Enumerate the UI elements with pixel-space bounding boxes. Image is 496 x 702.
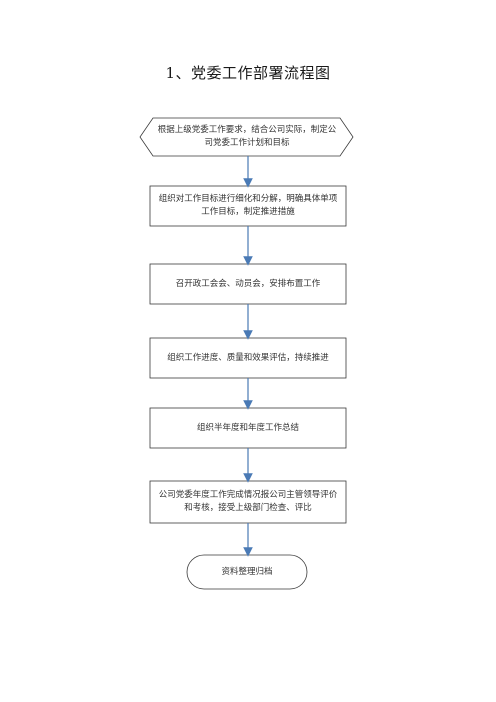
step-2-text: 组织对工作目标进行细化和分解，明确具体单项工作目标，制定推进措施: [158, 194, 338, 217]
step-6-shape: [149, 480, 347, 524]
step-1-shape: [139, 117, 354, 157]
page-title: 1、党委工作部署流程图: [165, 64, 331, 82]
step-5-text: 组织半年度和年度工作总结: [196, 422, 299, 433]
step-4-text: 组织工作进度、质量和效果评估，持续推进: [167, 352, 329, 363]
step-3-text: 召开政工会会、动员会，安排布置工作: [175, 278, 321, 289]
step-4-shape: [149, 337, 347, 379]
step-5-shape: [149, 407, 347, 449]
step-6-text: 公司党委年度工作完成情况报公司主管领导评价和考核，接受上级部门检查、评比: [158, 490, 338, 513]
step-2-shape: [149, 185, 347, 227]
step-1-text: 根据上级党委工作要求，结合公司实际，制定公司党委工作计划和目标: [157, 125, 337, 148]
step-7-text: 资料整理归档: [221, 566, 273, 577]
